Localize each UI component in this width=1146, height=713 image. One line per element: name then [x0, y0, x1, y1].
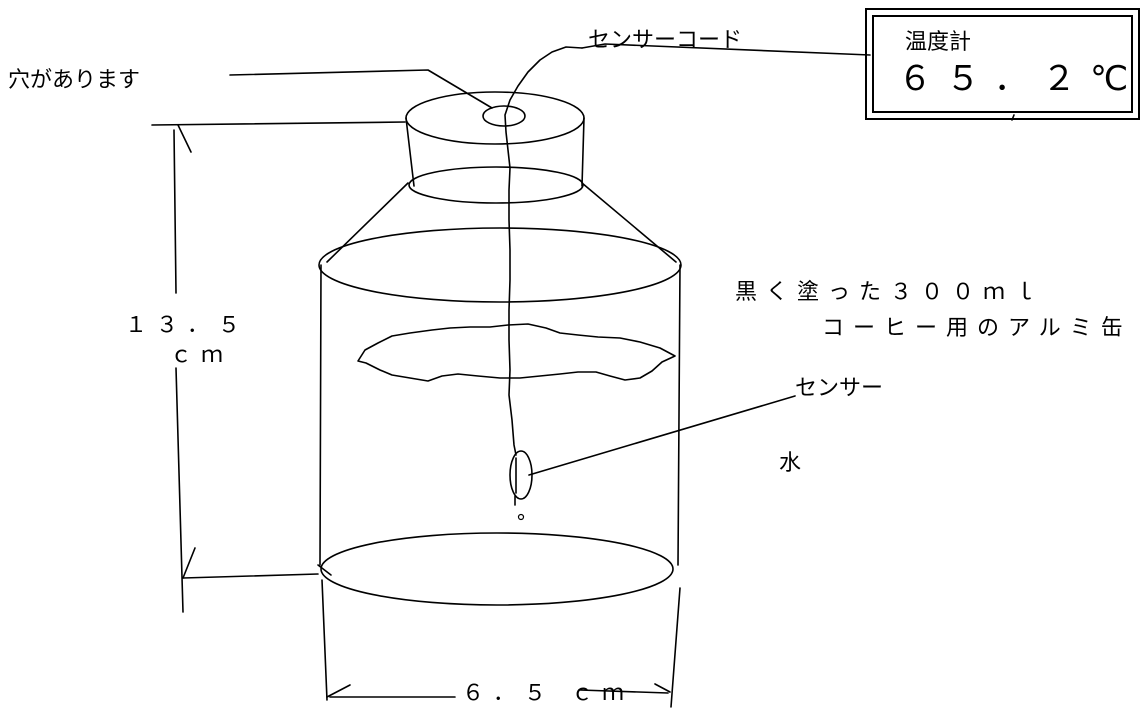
- dim-height-tick-right: [317, 564, 332, 576]
- height-value-label: １３．５: [125, 313, 250, 338]
- thermometer-display: [872, 15, 1133, 113]
- dim-height-bottom-tick: [182, 547, 196, 579]
- dim-width-line-b: [579, 689, 669, 694]
- sensor-body: [509, 450, 533, 500]
- leader-hole: [229, 69, 493, 109]
- can-neck-rim: [408, 166, 584, 204]
- width-label: ６．５ ｃｍ: [462, 681, 633, 706]
- hole-label: 穴があります: [8, 68, 141, 93]
- dim-height-top: [151, 121, 406, 126]
- can-neck-right: [581, 117, 585, 187]
- water-surface: [357, 323, 676, 382]
- sensor-cord: [504, 46, 583, 456]
- dim-height-vertical: [173, 129, 177, 294]
- dim-width-left: [321, 579, 328, 701]
- thermometer-frame: [865, 8, 1140, 120]
- can-description-line1: 黒く塗った３００ｍｌ: [735, 280, 1046, 305]
- thermometer-value: ６５．２℃: [898, 59, 1143, 99]
- can-hole: [482, 105, 526, 127]
- sensor-tip: [517, 513, 525, 521]
- dim-height-vertical-lower: [175, 367, 184, 613]
- thermometer-title: 温度計: [905, 30, 972, 55]
- sensor-cord-label: センサーコード: [588, 28, 743, 53]
- can-neck-left: [405, 117, 415, 187]
- can-top-rim: [405, 91, 585, 145]
- can-body-left: [319, 264, 322, 566]
- dim-height-bottom: [182, 573, 319, 579]
- can-body-bottom: [320, 532, 674, 606]
- height-unit-label: ｃｍ: [170, 343, 233, 368]
- leader-sensor-cord: [581, 43, 871, 56]
- can-body-right: [677, 264, 681, 566]
- can-shoulder-left: [326, 182, 409, 263]
- leader-sensor: [528, 395, 796, 476]
- can-description-line2: コーヒー用のアルミ缶: [822, 316, 1132, 341]
- dim-width-right: [670, 587, 681, 708]
- water-label: 水: [779, 451, 802, 476]
- dim-width-right-arrow: [654, 683, 671, 693]
- can-body-top: [318, 227, 682, 303]
- sensor-label: センサー: [795, 376, 884, 401]
- can-shoulder-right: [581, 182, 677, 263]
- dim-height-top-tick: [177, 124, 192, 153]
- dim-width-left-arrow: [326, 684, 351, 698]
